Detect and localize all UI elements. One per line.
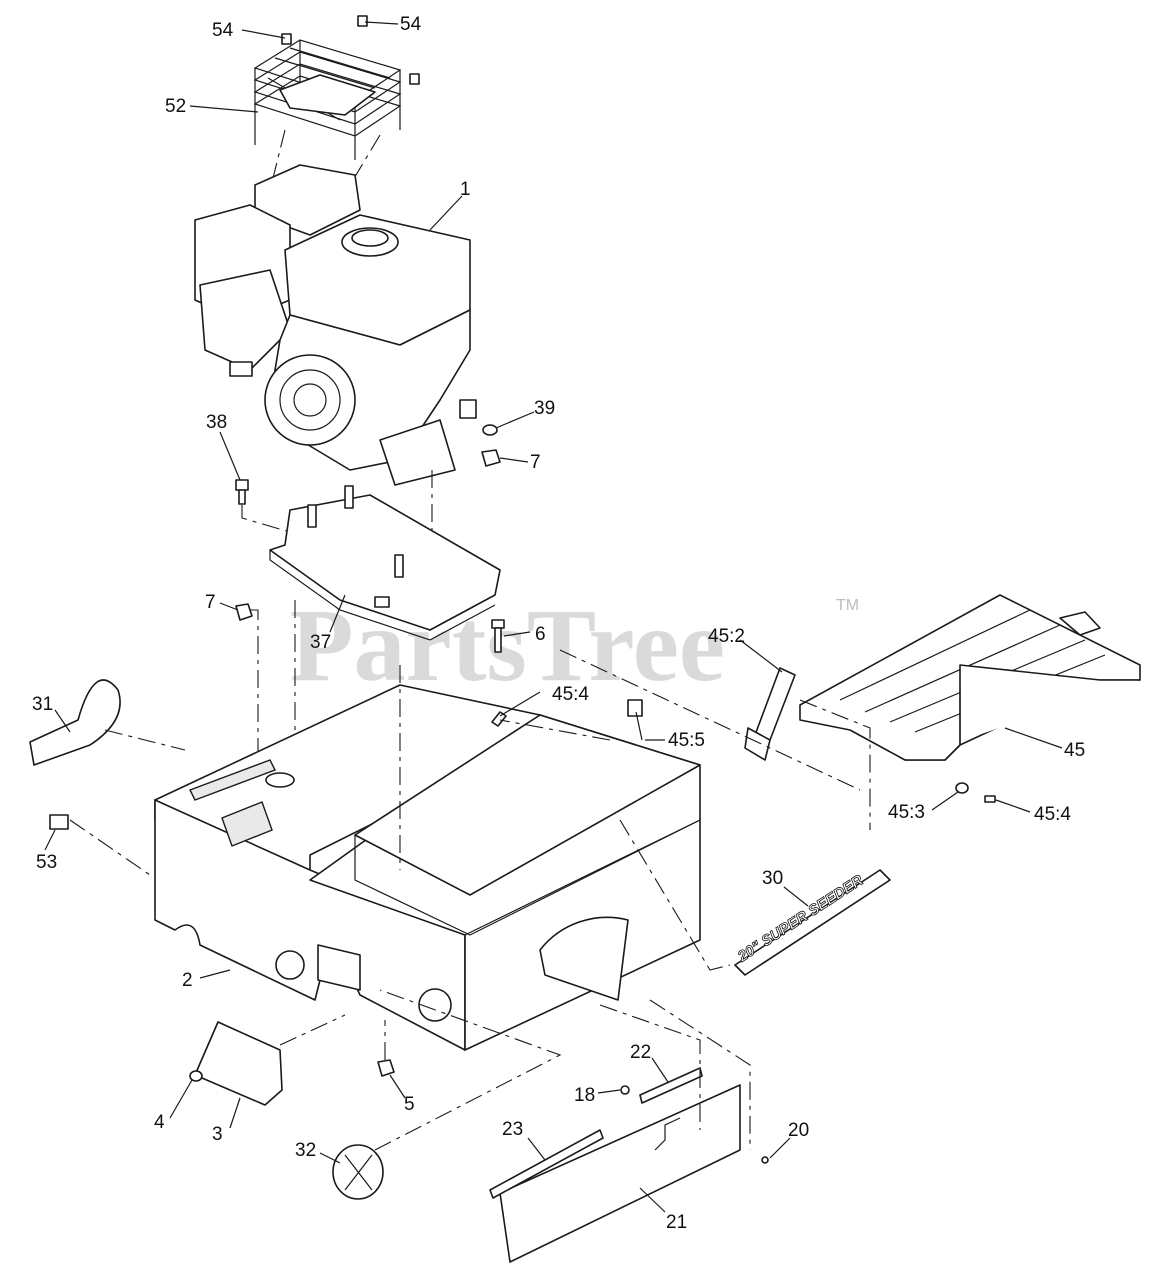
part-53-tag[interactable] xyxy=(49,814,69,830)
callout-45-3: 45:3 xyxy=(888,802,925,823)
part-45-4-screw-lower[interactable] xyxy=(984,795,996,803)
callout-54-left: 54 xyxy=(212,20,234,41)
part-38-bolt[interactable] xyxy=(235,479,249,505)
part-30-decal[interactable]: 20" SUPER SEEDER xyxy=(734,869,891,976)
part-4-pin[interactable] xyxy=(189,1070,203,1082)
callout-labels: 54 54 52 1 39 38 7 7 37 6 45:2 31 45:4 4… xyxy=(32,14,1085,1233)
part-5-nut[interactable] xyxy=(377,1059,395,1077)
callout-18: 18 xyxy=(574,1085,595,1106)
part-45-lid[interactable] xyxy=(799,594,1141,761)
callout-21: 21 xyxy=(666,1212,687,1233)
part-45-3-washer[interactable] xyxy=(955,782,969,794)
callout-7-lower: 7 xyxy=(205,592,216,613)
callout-3: 3 xyxy=(212,1124,223,1145)
callout-37: 37 xyxy=(310,632,331,653)
part-7-nut-upper[interactable] xyxy=(481,449,501,467)
part-2-frame[interactable] xyxy=(154,684,701,1051)
callout-20: 20 xyxy=(788,1120,809,1141)
callout-7-upper: 7 xyxy=(530,452,541,473)
part-7-nut-lower[interactable] xyxy=(235,603,253,621)
part-6-bolt[interactable] xyxy=(491,619,505,653)
callout-53: 53 xyxy=(36,852,57,873)
part-3-deflector[interactable] xyxy=(194,1021,283,1106)
part-45-2-latch[interactable] xyxy=(744,667,796,761)
part-21-plate[interactable] xyxy=(499,1084,741,1263)
part-20-rivet[interactable] xyxy=(761,1156,769,1164)
part-1-engine[interactable] xyxy=(194,164,477,486)
part-23-strip[interactable] xyxy=(489,1129,604,1199)
callout-30: 30 xyxy=(762,868,783,889)
callout-23: 23 xyxy=(502,1119,523,1140)
part-31-plate[interactable] xyxy=(29,679,121,766)
part-37-mount-plate[interactable] xyxy=(269,485,501,641)
leader-lines xyxy=(44,21,1063,1213)
callout-2: 2 xyxy=(182,970,193,991)
callout-38: 38 xyxy=(206,412,227,433)
part-22-strip[interactable] xyxy=(639,1067,703,1104)
part-45-4-screw-upper[interactable] xyxy=(491,711,507,727)
callout-4: 4 xyxy=(154,1112,165,1133)
callout-45: 45 xyxy=(1064,740,1085,761)
part-18-rivet[interactable] xyxy=(620,1085,630,1095)
part-52-wire-guard[interactable] xyxy=(253,39,402,160)
decal-text: 20" SUPER SEEDER xyxy=(734,872,866,966)
part-39-washer[interactable] xyxy=(482,424,498,436)
callout-52: 52 xyxy=(165,96,186,117)
callout-45-4-lower: 45:4 xyxy=(1034,804,1071,825)
callout-5: 5 xyxy=(404,1094,415,1115)
callout-39: 39 xyxy=(534,398,555,419)
part-54-screws[interactable] xyxy=(281,15,420,85)
part-45-5-bushing[interactable] xyxy=(627,699,643,717)
callout-31: 31 xyxy=(32,694,53,715)
watermark-trademark: TM xyxy=(836,597,859,614)
callout-45-4-upper: 45:4 xyxy=(552,684,589,705)
callout-6: 6 xyxy=(535,624,546,645)
callout-45-2: 45:2 xyxy=(708,626,745,647)
callout-1: 1 xyxy=(460,179,471,200)
callout-45-5: 45:5 xyxy=(668,730,705,751)
callout-54-right: 54 xyxy=(400,14,422,35)
callout-22: 22 xyxy=(630,1042,651,1063)
callout-32: 32 xyxy=(295,1140,316,1161)
part-32-emblem[interactable] xyxy=(332,1144,384,1200)
